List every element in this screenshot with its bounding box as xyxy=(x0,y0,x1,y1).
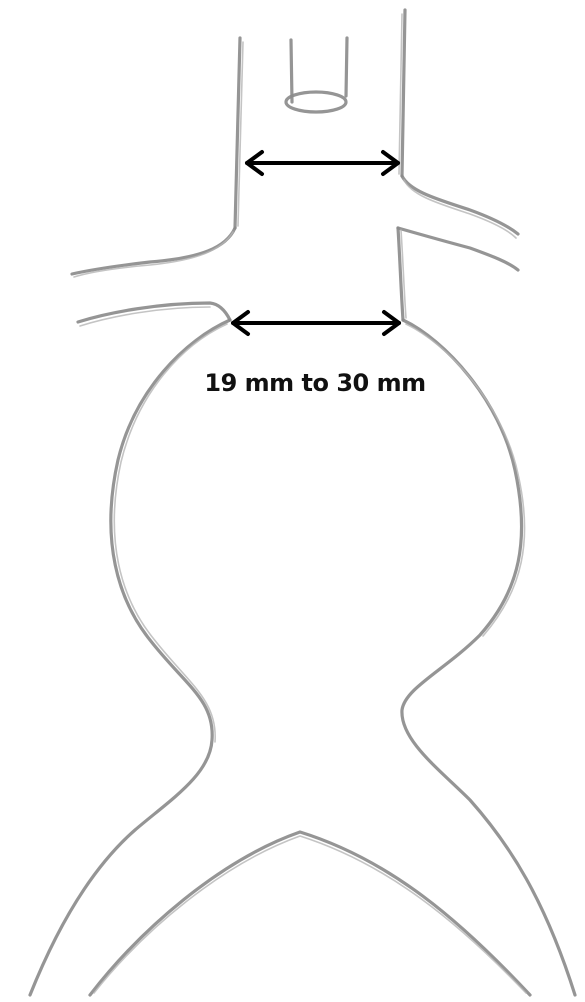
left-branch-vessel xyxy=(72,228,235,326)
aorta-upper-walls xyxy=(235,10,405,228)
upper-diameter-arrow xyxy=(247,152,398,174)
upper-vessel-cylinder xyxy=(286,38,347,112)
diameter-measurement-label: 19 mm to 30 mm xyxy=(200,369,430,397)
bifurcation-arch xyxy=(90,832,530,995)
lower-diameter-arrow xyxy=(233,312,399,334)
aneurysm-sac xyxy=(30,320,575,995)
right-branch-vessel xyxy=(398,176,518,320)
